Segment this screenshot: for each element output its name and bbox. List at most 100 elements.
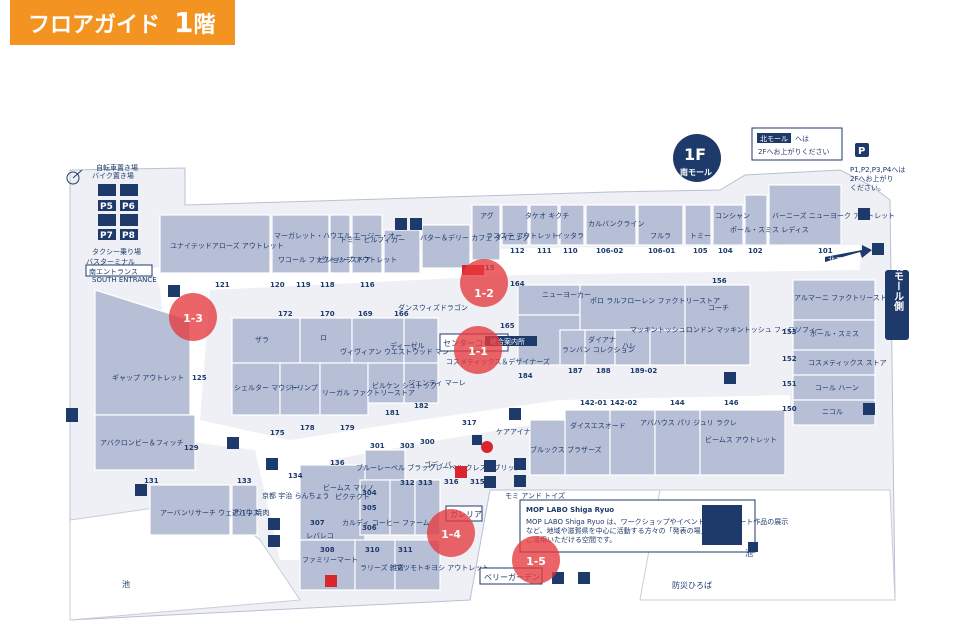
shop-name: ランバン コレクション	[562, 346, 635, 354]
parking-signs: P5 P6 P7 P8	[98, 184, 138, 241]
escalator-icon[interactable]	[266, 458, 278, 470]
shop-152[interactable]	[792, 319, 876, 351]
shop-153[interactable]	[792, 279, 876, 321]
shop-121[interactable]	[159, 214, 271, 274]
pin-1-1[interactable]	[454, 326, 502, 374]
qr-code[interactable]	[702, 505, 742, 545]
shop-170[interactable]	[299, 317, 353, 364]
restroom-icon[interactable]	[227, 437, 239, 449]
shop-104[interactable]	[712, 204, 744, 246]
shop-151[interactable]	[792, 349, 876, 376]
baby-icon[interactable]	[514, 458, 526, 470]
floor-1f-mall: 南モール	[680, 167, 712, 177]
shop-name: コンシャン	[715, 212, 750, 220]
shop-number: 106-02	[596, 247, 623, 255]
shop-110[interactable]	[529, 204, 559, 246]
pin-1-2[interactable]	[460, 259, 508, 307]
shop-120[interactable]	[271, 214, 330, 274]
pond-label-east: 池	[745, 548, 753, 558]
restroom-icon[interactable]	[135, 484, 147, 496]
atm-icon[interactable]	[472, 435, 482, 445]
shop-179[interactable]	[279, 362, 321, 416]
restroom-icon[interactable]	[66, 408, 78, 422]
wheelchair-icon[interactable]	[268, 518, 280, 530]
locker-icon[interactable]	[484, 476, 496, 488]
shop-146[interactable]	[699, 409, 786, 476]
shop-303[interactable]	[364, 449, 406, 481]
restroom-icon[interactable]	[514, 475, 526, 487]
shop-142-02[interactable]	[609, 409, 656, 476]
shop-178[interactable]	[319, 362, 369, 416]
shop-133[interactable]	[231, 484, 258, 536]
shop-156[interactable]	[684, 284, 751, 366]
facility-icons	[66, 208, 884, 584]
shop-102[interactable]	[744, 194, 768, 246]
floor-1f-text: 1F	[684, 145, 706, 164]
pin-1-3[interactable]	[169, 293, 217, 341]
escalator-icon[interactable]	[872, 243, 884, 255]
shop-182[interactable]	[403, 362, 439, 404]
shop-number: 142-01	[580, 399, 607, 407]
shop-111[interactable]	[501, 204, 529, 246]
south-entrance-label: 南エントランス	[89, 267, 138, 276]
north-arrow-label: 北モールへ	[828, 256, 863, 264]
shop-name: ブルックス ブラザーズ	[530, 445, 602, 454]
shop-name: トリンプ	[290, 384, 318, 392]
shop-number: 170	[320, 310, 335, 318]
elevator-icon[interactable]	[484, 460, 496, 472]
restroom-icon[interactable]	[268, 535, 280, 547]
shop-175[interactable]	[231, 362, 281, 416]
shop-304[interactable]	[359, 479, 391, 536]
shop-150[interactable]	[792, 374, 876, 401]
escalator-icon[interactable]	[724, 372, 736, 384]
info-icon[interactable]	[748, 542, 758, 552]
escalator-icon[interactable]	[509, 408, 521, 420]
bike-label: 自転車置き場	[96, 163, 138, 172]
shop-name: トミー ヒルフィガー	[340, 235, 405, 244]
shop-311[interactable]	[394, 539, 441, 591]
shop-number: 178	[300, 424, 315, 432]
north-note-title-bg	[757, 133, 791, 143]
shop-108[interactable]	[559, 204, 585, 246]
shop-166[interactable]	[403, 317, 439, 364]
shop-name: ヴィヴィアン ウエストウッド マン	[340, 347, 449, 356]
shop-169[interactable]	[351, 317, 405, 364]
shop-187[interactable]	[559, 329, 586, 366]
shop-129[interactable]	[94, 414, 196, 471]
shop-number: 142-02	[610, 399, 637, 407]
restroom-icon[interactable]	[863, 403, 875, 415]
shop-101[interactable]	[768, 184, 842, 246]
shop-189-02[interactable]	[649, 329, 686, 366]
shop-142-01[interactable]	[564, 409, 611, 476]
shop-317[interactable]	[529, 419, 566, 476]
shop-131[interactable]	[149, 484, 231, 536]
shop-164[interactable]	[579, 284, 686, 331]
shop-144[interactable]	[654, 409, 701, 476]
shop-115[interactable]	[421, 224, 471, 269]
shop-106-02[interactable]	[585, 204, 637, 246]
pin-1-5[interactable]	[512, 536, 560, 584]
restroom-icon[interactable]	[395, 218, 407, 230]
pin-1-4[interactable]	[427, 509, 475, 557]
south-entrance-box	[85, 264, 153, 277]
shop-119[interactable]	[329, 214, 351, 274]
shop-name: 京都 宇治 らんちょう	[262, 491, 329, 500]
shop-number: 184	[518, 372, 533, 380]
escalator-icon[interactable]	[168, 285, 180, 297]
shop-310[interactable]	[354, 539, 396, 591]
shop-165[interactable]	[517, 284, 581, 316]
shop-118[interactable]	[351, 214, 383, 274]
bicycle-icon[interactable]	[552, 572, 564, 584]
shop-189[interactable]	[614, 329, 651, 366]
restroom-icon[interactable]	[858, 208, 870, 220]
shop-name: リーガル ファクトリーストア	[322, 388, 415, 397]
shop-105[interactable]	[684, 204, 712, 246]
shop-106-01[interactable]	[637, 204, 684, 246]
shop-301[interactable]	[299, 464, 366, 541]
north-arrow-icon	[825, 245, 872, 262]
shop-149[interactable]	[792, 399, 876, 426]
shop-number: 179	[340, 424, 355, 432]
restroom-icon[interactable]	[410, 218, 422, 230]
car-icon	[120, 184, 138, 196]
run-icon[interactable]	[578, 572, 590, 584]
